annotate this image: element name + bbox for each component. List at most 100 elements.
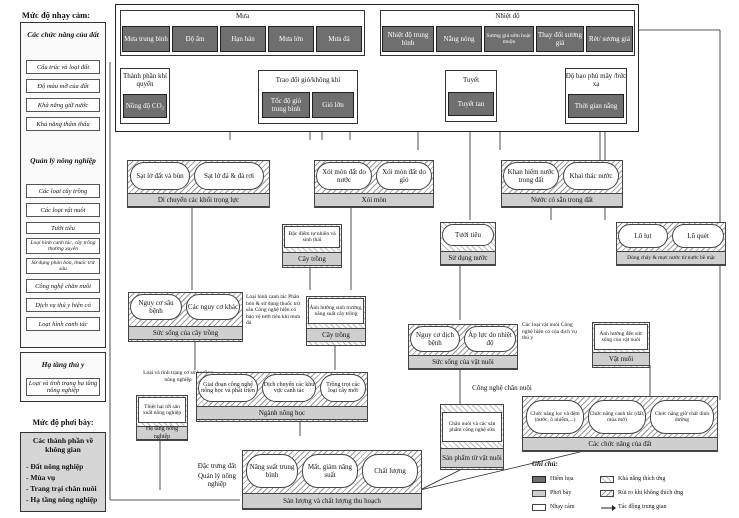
sens-mgmt-4: Loại hình canh tác, cây trồng thường xuy… [26, 238, 100, 254]
dairy-products: Chăn nuôi và các sản phẩm công nghệ sữa [442, 412, 502, 442]
snow-group [445, 70, 497, 122]
infra-damage: Thiệt hại tới sản xuất nông nghiệp [138, 397, 186, 423]
flood: Lũ lụt [618, 224, 668, 248]
exposure-panel [20, 432, 106, 512]
wind-erosion: Xói mòn đất do gió [376, 162, 432, 190]
heavy-rain: Mưa lớn [268, 26, 314, 52]
exposure-item-2: - Mùa vụ [26, 473, 56, 482]
soil-cultivation: Chức năng canh tác (đất, mùa mở) [588, 400, 646, 434]
sens-function-1: Cấu trúc và loại đất [26, 60, 100, 74]
heat-stress: Áp lực do nhiệt độ [464, 326, 516, 352]
gravity-label: Di chuyển các khối trọng lực [127, 193, 270, 207]
agri-shift: Dịch chuyển các khu vực canh tác [262, 374, 316, 402]
livestock-label: Vật nuôi [592, 352, 650, 366]
agri-label: Ngành nông học [196, 406, 368, 420]
wind-group [258, 70, 358, 124]
infra-label: Hạ tầng nông nghiệp [136, 426, 188, 440]
infra-head: Hạ tầng thủ y [41, 360, 85, 369]
wind-speed: Tốc độ gió trung bình [262, 92, 310, 118]
exposure-item-3: - Trang trại chăn nuôi [26, 484, 97, 493]
note-mgmt: Quản lý nông nghiệp [197, 472, 237, 488]
legend-swatch-sensitivity [532, 504, 546, 511]
crop-vitality-label: Sức sống của cây trồng [128, 326, 243, 340]
soil-func-label: Các chức năng của đất [522, 437, 718, 451]
wind-title: Trao đổi gió/không khí [275, 76, 341, 84]
note-soil: Đặc trưng đất [197, 462, 237, 470]
livestock-note: Các loại vật nuôi Công nghệ hiện có của … [522, 322, 577, 341]
livestock-vitality-label: Sức sống của vật nuôi [408, 355, 518, 369]
soil-filter: Chức năng lọc và đệm (nước, ô nhiễm,...) [526, 400, 584, 434]
atmo-label: Thành phần khí quyển [123, 72, 167, 88]
snow-title: Tuyết [462, 76, 480, 84]
temp-title: Nhiệt độ [495, 12, 520, 20]
mgmt-head: Quản lý nông nghiệp [30, 156, 96, 165]
quality: Chất lượng [362, 454, 418, 488]
strong-wind: Gió lớn [312, 92, 354, 118]
legend-swatch-risk [600, 490, 614, 497]
livestock-impact: Ảnh hưởng đến sức sống của vật nuôi [594, 324, 648, 350]
legend-impact: Tác động trung gian [618, 504, 667, 510]
drought: Hạn hán [220, 26, 266, 52]
sens-mgmt-5: Sử dụng phân bón, thuốc trừ sâu [26, 258, 100, 274]
legend-sensitivity: Nhạy cảm [550, 504, 575, 510]
humidity: Độ ẩm [172, 26, 218, 52]
legend-arrow-icon [601, 505, 616, 511]
crop-vitality-note: Loại hình canh tác Phân bón & sử dụng th… [246, 294, 301, 326]
early-frost: Sương giá sớm hoặc muộn [484, 26, 534, 52]
cloud-title: Độ bao phủ mây /bức xạ [565, 72, 627, 88]
cold-frost: Rét/ sương giá [586, 26, 633, 52]
legend-title: Ghi chú: [532, 460, 558, 468]
crops-label: Cây trồng [282, 252, 342, 266]
sens-mgmt-7: Dịch vụ thú y hiện có [26, 298, 100, 312]
husbandry-title: Công nghệ chăn nuôi [472, 384, 532, 392]
yield-loss: Mất, giảm năng suất [302, 454, 358, 488]
other-risk: Các nguy cơ khác [186, 294, 240, 320]
exposure-title: Mức độ phơi bày: [32, 418, 94, 427]
irrigation: Tưới tiêu [442, 224, 494, 246]
yield-label: Sản lượng và chất lượng thu hoạch [242, 493, 422, 509]
irrigation-label: Sử dụng nước [440, 251, 496, 265]
sens-mgmt-1: Các loại cây trồng [26, 184, 100, 198]
soil-nutrient: Chức năng giữ chất dinh dưỡng [650, 400, 714, 434]
crop-traits: Đặc điểm tự nhiên và sinh thái [284, 226, 340, 248]
temp-group [380, 10, 635, 56]
sens-mgmt-2: Các loại vật nuôi [26, 203, 100, 217]
exposure-item-4: - Hạ tầng nông nghiệp [26, 495, 98, 504]
exposure-head: Các thành phần về không gian [32, 436, 94, 454]
flash-flood: Lũ quét [672, 224, 724, 248]
rain-group [120, 10, 365, 56]
husbandry-label: Sản phẩm từ vật nuôi [440, 448, 504, 468]
atmo-group [120, 68, 170, 124]
co2: Nồng độ CO₂ [123, 94, 167, 118]
legend-swatch-exposure [532, 490, 546, 497]
crop2-label: Cây trồng [306, 328, 366, 342]
hail: Mưa đá [316, 26, 362, 52]
functions-head: Các chức năng của đất [27, 30, 99, 39]
rain-title: Mưa [235, 12, 250, 20]
sens-function-4: Khả năng thấm thấu [26, 117, 100, 131]
rain-avg: Mưa trung bình [122, 26, 170, 52]
temp-avg: Nhiệt độ trung bình [382, 26, 434, 52]
cloud-group [565, 68, 627, 124]
rockfall: Sạt lở đá & đá rơi [194, 162, 264, 190]
legend-adapt: Khả năng thích ứng [618, 476, 666, 482]
sens-function-3: Khả năng giữ nước [26, 98, 100, 112]
water-erosion: Xói mòn đất do nước [316, 162, 372, 190]
disease-risk: Nguy cơ dịch bệnh [410, 326, 460, 352]
legend-swatch-adapt [600, 476, 614, 483]
water-extraction: Khai thác nước [563, 162, 619, 190]
landslide-mud: Sạt lở đất và bùn [130, 162, 190, 190]
exposure-item-1: - Đất nông nghiệp [26, 462, 84, 471]
hazard-group [115, 4, 639, 132]
growth-impact: Ảnh hưởng sinh trưởng, năng suất cây trồ… [308, 298, 364, 324]
water-label: Nước có sẵn trong đất [501, 193, 623, 207]
avg-yield: Năng suất trung bình [246, 454, 298, 488]
infra-note: Loại và tình trạng cơ sở hạ tầng nông ng… [143, 370, 213, 383]
sens-mgmt-8: Loại hình canh tác [26, 317, 100, 331]
sens-mgmt-6: Công nghệ chăn nuôi [26, 279, 100, 293]
heatwave: Nắng nóng [436, 26, 482, 52]
agri-tech: Giai đoạn công nghệ nông học và phát tri… [198, 374, 258, 402]
sunshine: Thời gian nắng [568, 94, 624, 118]
sens-mgmt-3: Tưới tiêu [26, 222, 100, 234]
legend-exposure: Phơi bày [550, 490, 572, 496]
